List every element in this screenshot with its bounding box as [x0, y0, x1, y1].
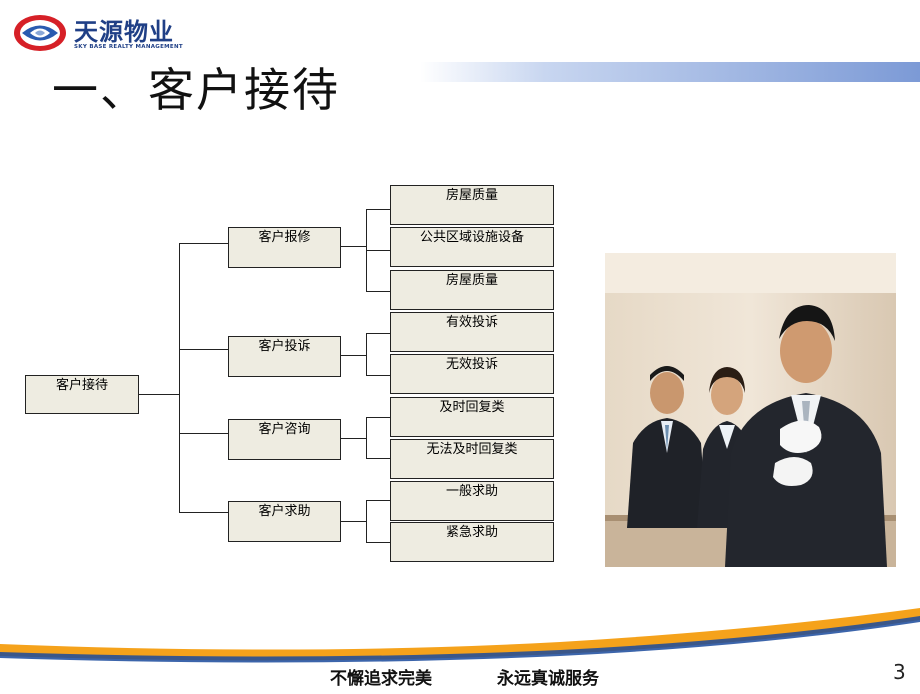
logo-name: 天源物业: [74, 18, 174, 46]
footer-slogan-left: 不懈追求完美: [330, 669, 432, 689]
company-logo: 天源物业 SKY BASE REALTY MANAGEMENT: [14, 12, 189, 56]
tree-leaf: 房屋质量: [390, 270, 554, 310]
tree-branch-inquiry: 客户咨询: [228, 419, 341, 460]
tree-leaf: 及时回复类: [390, 397, 554, 437]
connector: [366, 209, 391, 210]
connector: [179, 433, 229, 434]
tree-branch-help: 客户求助: [228, 501, 341, 542]
tree-leaf: 无法及时回复类: [390, 439, 554, 479]
connector: [366, 417, 367, 459]
tree-branch-complaint: 客户投诉: [228, 336, 341, 377]
connector: [366, 500, 391, 501]
connector: [341, 355, 366, 356]
connector: [366, 375, 391, 376]
connector: [341, 438, 366, 439]
connector: [366, 333, 367, 376]
connector: [366, 417, 391, 418]
page-number: 3: [893, 660, 906, 684]
connector: [366, 500, 367, 543]
tree-branch-repair: 客户报修: [228, 227, 341, 268]
tree-leaf: 有效投诉: [390, 312, 554, 352]
title-decor-stripe: [420, 62, 920, 82]
connector: [366, 250, 391, 251]
tree-leaf: 一般求助: [390, 481, 554, 521]
footer-wave-graphic: [0, 608, 920, 690]
connector: [179, 243, 229, 244]
staff-photo: [605, 253, 896, 567]
connector: [366, 458, 391, 459]
tree-leaf: 房屋质量: [390, 185, 554, 225]
tree-leaf: 紧急求助: [390, 522, 554, 562]
connector: [341, 246, 366, 247]
footer-wave: [0, 600, 920, 690]
connector: [366, 291, 391, 292]
connector: [341, 521, 366, 522]
tree-root-node: 客户接待: [25, 375, 139, 414]
logo-mark-icon: [14, 15, 66, 51]
connector: [179, 512, 229, 513]
staff-photo-illustration: [605, 253, 896, 567]
slide-title: 一、客户接待: [52, 63, 340, 117]
connector: [366, 542, 391, 543]
connector: [179, 243, 180, 513]
logo-subtitle: SKY BASE REALTY MANAGEMENT: [74, 44, 183, 50]
footer-slogan-right: 永远真诚服务: [497, 669, 599, 689]
tree-leaf: 无效投诉: [390, 354, 554, 394]
connector: [179, 349, 229, 350]
connector: [139, 394, 180, 395]
tree-leaf: 公共区域设施设备: [390, 227, 554, 267]
connector: [366, 333, 391, 334]
